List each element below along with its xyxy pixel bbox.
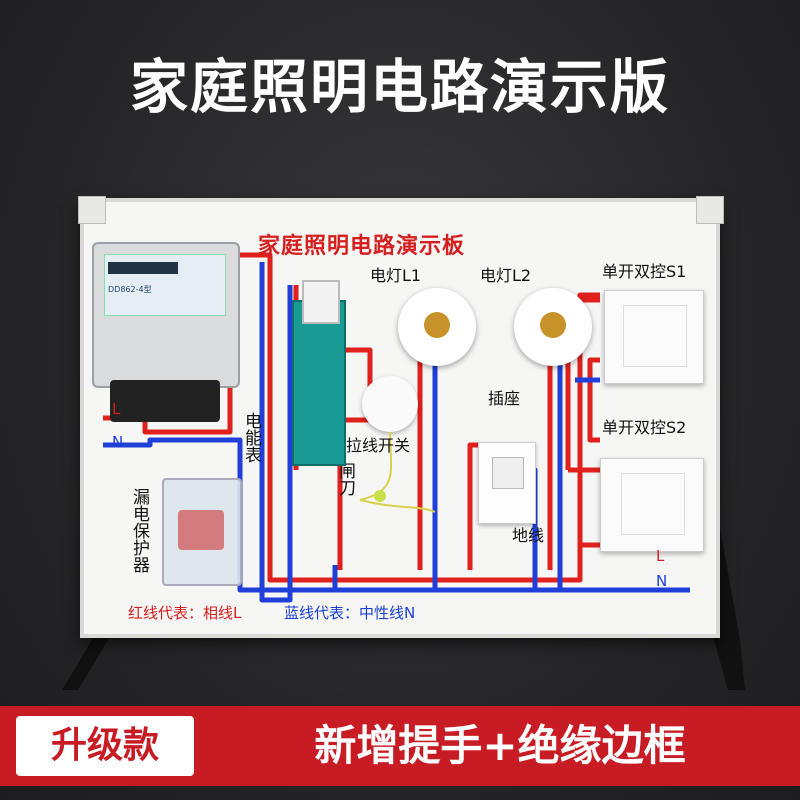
- board-corner: [696, 196, 724, 224]
- breaker-label-text: 漏电保护器: [129, 488, 149, 573]
- switch-s1-rocker[interactable]: [623, 305, 687, 367]
- meter-model: DD862-4型: [108, 285, 152, 294]
- page-title: 家庭照明电路演示版: [129, 53, 670, 121]
- knife-switch-label: 闸刀: [334, 462, 355, 502]
- lamp-holder-l1: [398, 288, 476, 366]
- lamp-l1-label: 电灯L1: [370, 266, 422, 285]
- energy-meter: DD862-4型: [92, 242, 240, 388]
- meter-label: 电能表: [240, 412, 261, 469]
- meter-label-text: 电能表: [241, 412, 261, 463]
- legend-blue: 蓝线代表：中性线N: [284, 604, 416, 622]
- switch-s2[interactable]: [600, 458, 704, 552]
- meter-counter: [108, 262, 178, 274]
- meter-terminal-block: [110, 380, 220, 422]
- ground-label: 地线: [512, 526, 545, 545]
- pull-switch[interactable]: [362, 376, 418, 432]
- switch-s1[interactable]: [604, 290, 704, 384]
- switch-s1-label: 单开双控S1: [602, 262, 687, 281]
- wire-label-n: N: [112, 433, 124, 451]
- socket-label: 插座: [488, 389, 521, 408]
- knife-switch[interactable]: [292, 300, 346, 466]
- board-corner: [78, 196, 106, 224]
- pull-switch-label: 拉线开关: [346, 436, 411, 455]
- switch-s2-rocker[interactable]: [621, 473, 685, 535]
- lamp-socket-brass: [424, 312, 450, 338]
- promo-text: 新增提手+绝缘边框: [314, 721, 686, 770]
- breaker-label: 漏电保护器: [128, 488, 149, 579]
- wire-label-l: L: [112, 400, 121, 418]
- upgrade-badge: 升级款: [16, 716, 194, 776]
- socket-face: [492, 457, 524, 489]
- knife-switch-handle[interactable]: [302, 280, 340, 324]
- leakage-breaker: [162, 478, 242, 586]
- lamp-socket-brass: [540, 312, 566, 338]
- lamp-holder-l2: [514, 288, 592, 366]
- breaker-internal: [178, 510, 224, 550]
- wire-label-n-right: N: [656, 572, 668, 590]
- power-socket[interactable]: [478, 442, 536, 524]
- knife-switch-label-text: 闸刀: [335, 462, 355, 496]
- switch-s2-label: 单开双控S2: [602, 418, 687, 437]
- wire-label-l-right: L: [656, 547, 665, 565]
- lamp-l2-label: 电灯L2: [480, 266, 532, 285]
- pull-cord: [359, 431, 436, 513]
- board-title: 家庭照明电路演示板: [258, 234, 466, 259]
- legend-red: 红线代表：相线L: [128, 604, 242, 622]
